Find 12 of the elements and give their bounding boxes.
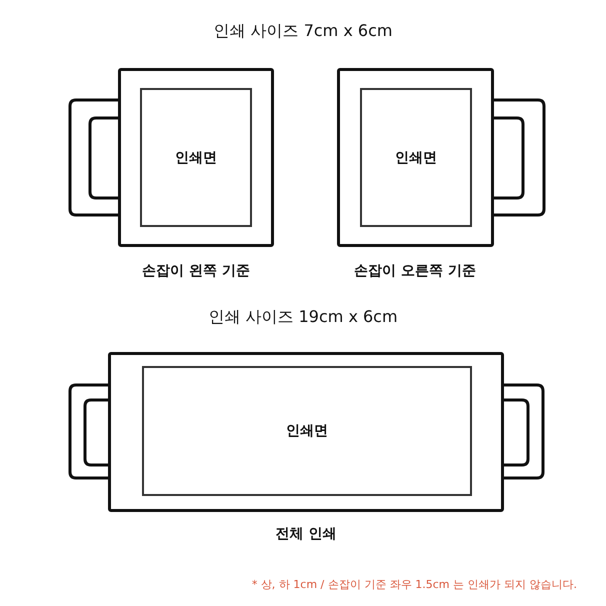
print-area: [142, 366, 472, 496]
node-label: 전체 인쇄: [276, 525, 336, 543]
print-area-label: 인쇄면: [175, 148, 217, 166]
section-title: 인쇄 사이즈 19cm x 6cm: [208, 307, 398, 328]
print-area: [140, 88, 252, 227]
print-area: [360, 88, 472, 227]
print-area-label: 인쇄면: [395, 148, 437, 166]
footnote: * 상, 하 1cm / 손잡이 기준 좌우 1.5cm 는 인쇄가 되지 않습니다.: [252, 577, 577, 592]
node-label: 손잡이 오른쪽 기준: [354, 262, 476, 280]
node-label: 손잡이 왼쪽 기준: [142, 262, 250, 280]
section-title: 인쇄 사이즈 7cm x 6cm: [214, 21, 392, 42]
print-area-label: 인쇄면: [286, 422, 328, 440]
